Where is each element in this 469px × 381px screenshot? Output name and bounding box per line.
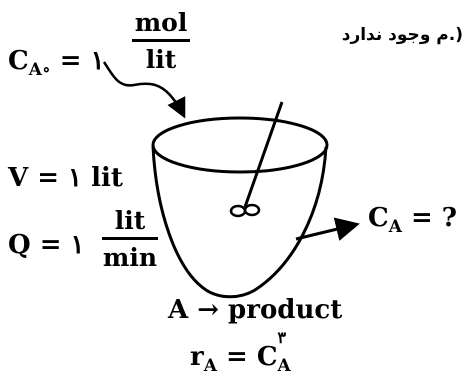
feed-unit-fraction: mol lit	[132, 10, 190, 72]
flow-rate-label: Q = ۱	[8, 230, 85, 260]
feed-subscript: A∘	[28, 60, 51, 80]
flow-unit-denominator: min	[102, 243, 158, 272]
feed-unit-denominator: lit	[145, 45, 177, 74]
stirrer-shaft	[243, 101, 284, 208]
feed-unit-numerator: mol	[134, 8, 188, 37]
feed-symbol: C	[8, 46, 29, 76]
feed-fraction-bar	[132, 39, 190, 42]
outlet-symbol: C	[368, 203, 389, 233]
reactor-rim	[151, 116, 329, 174]
outlet-arrow	[295, 217, 360, 241]
outlet-subscript: A	[388, 217, 402, 237]
feed-value: ۱	[90, 46, 105, 76]
reaction-label: A → product	[168, 295, 343, 325]
inlet-arrow	[102, 61, 186, 119]
reactor-vessel	[151, 145, 328, 299]
feed-equals: =	[59, 46, 82, 76]
rate-r: r	[190, 342, 204, 372]
outlet-concentration-label: CA = ?	[368, 205, 457, 236]
outlet-rest: = ?	[410, 203, 458, 233]
rate-c: C	[256, 342, 278, 372]
rate-r-subscript: A	[203, 356, 217, 376]
rate-c-superscript: ۳	[277, 328, 287, 347]
feed-concentration-label: CA∘ = ۱	[8, 48, 105, 79]
flow-fraction-bar	[102, 237, 158, 240]
rate-c-subscript: A	[277, 356, 291, 376]
rate-equals: =	[225, 342, 248, 372]
stirrer-impeller-icon	[229, 203, 261, 218]
header-text: م وجود ندارد.)	[341, 25, 463, 45]
flow-unit-fraction: lit min	[102, 208, 158, 270]
volume-label: V = ۱ lit	[8, 163, 123, 193]
flow-unit-numerator: lit	[114, 206, 146, 235]
